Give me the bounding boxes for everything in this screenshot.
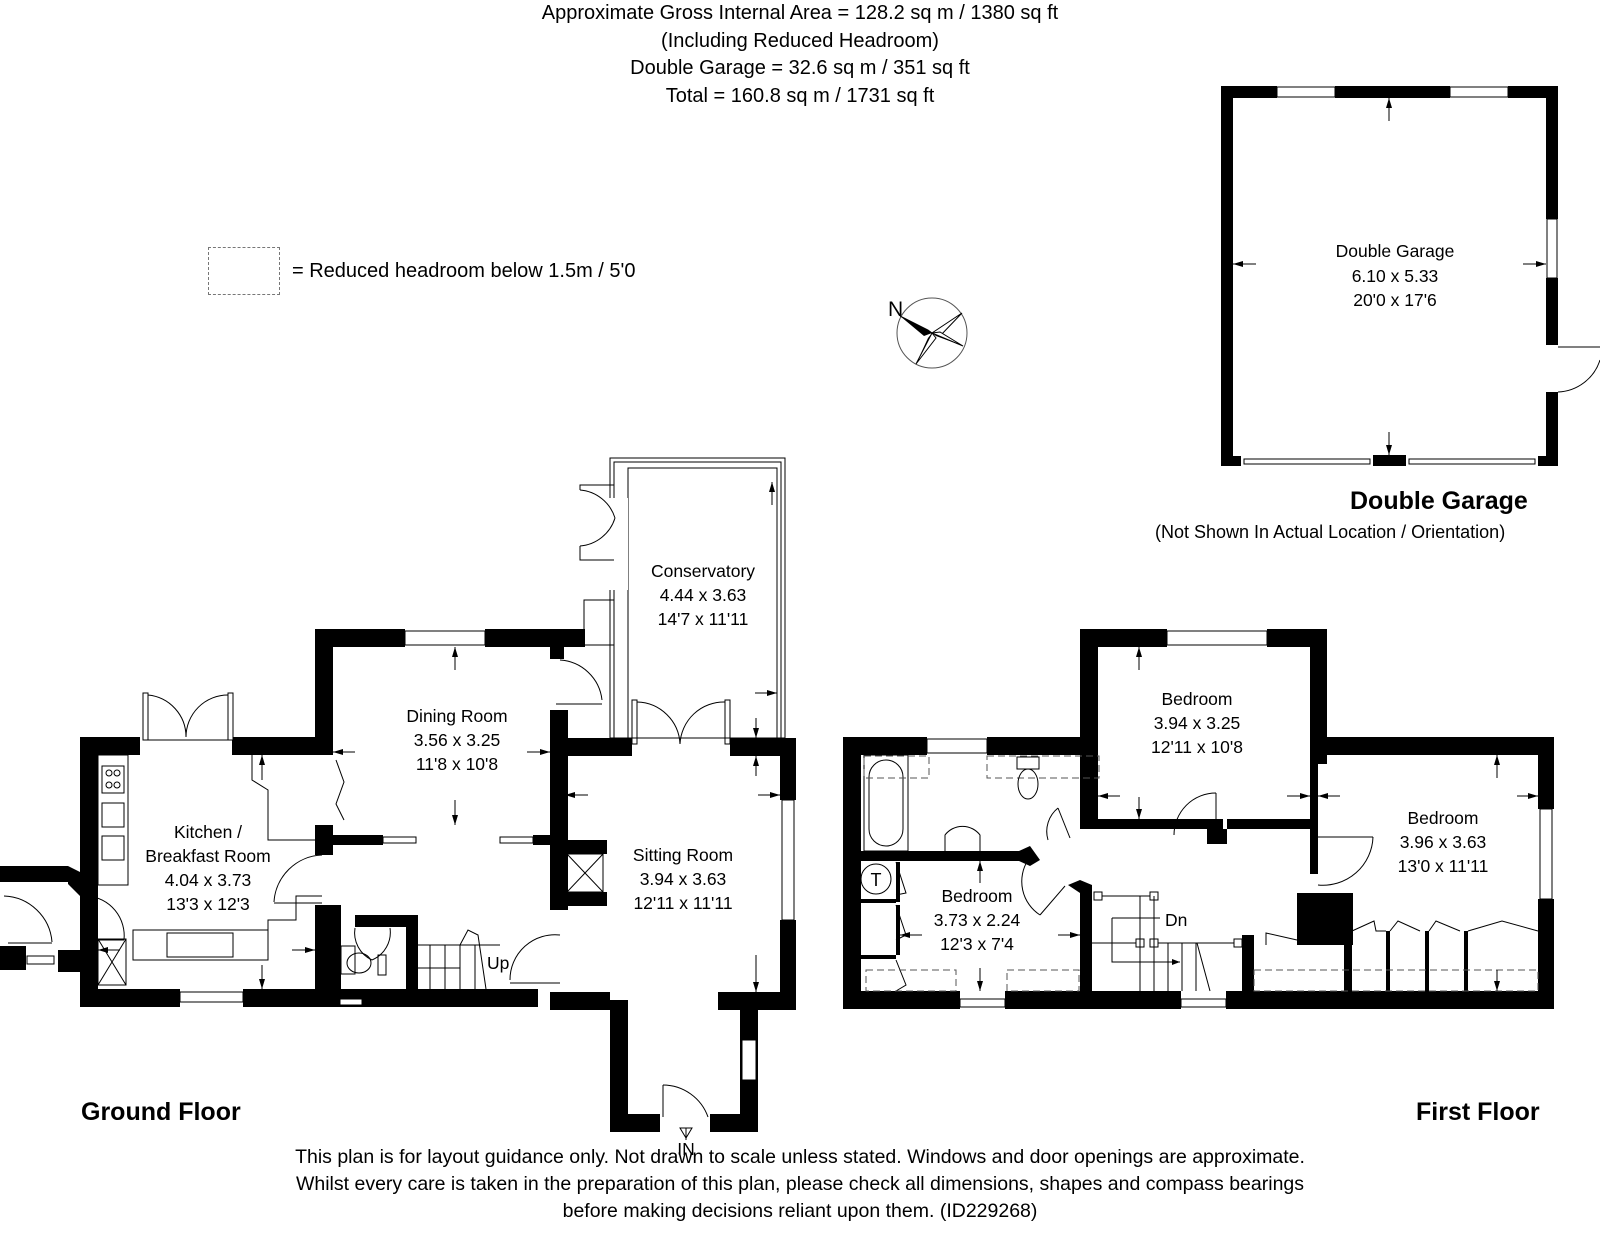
conservatory-imperial: 14'7 x 11'11 xyxy=(658,609,749,629)
gross-internal-area: Approximate Gross Internal Area = 128.2 … xyxy=(541,2,1059,24)
conservatory-metric: 4.44 x 3.63 xyxy=(660,585,747,605)
kitchen-name-2: Breakfast Room xyxy=(145,846,270,866)
double-garage-plan: Double Garage 6.10 x 5.33 20'0 x 17'6 xyxy=(1221,86,1600,466)
bedroom-2-name: Bedroom xyxy=(1407,808,1478,828)
bedroom-3-metric: 3.73 x 2.24 xyxy=(934,910,1021,930)
bedroom-2-imperial: 13'0 x 11'11 xyxy=(1398,856,1489,876)
total-area: Total = 160.8 sq m / 1731 sq ft xyxy=(665,84,935,107)
disclaimer-line-2: Whilst every care is taken in the prepar… xyxy=(295,1173,1305,1195)
garage-title: Double Garage xyxy=(1350,487,1528,515)
bedroom-3-imperial: 12'3 x 7'4 xyxy=(940,934,1014,954)
conservatory-name: Conservatory xyxy=(651,561,755,581)
garage-location-note: (Not Shown In Actual Location / Orientat… xyxy=(1155,522,1506,542)
reduced-headroom-note: (Including Reduced Headroom) xyxy=(661,29,939,52)
bedroom-1-metric: 3.94 x 3.25 xyxy=(1154,713,1241,733)
garage-room-name: Double Garage xyxy=(1336,241,1455,261)
ground-floor-plan: Up IN xyxy=(0,457,796,1159)
area-summary: Approximate Gross Internal Area = 128.2 … xyxy=(0,0,1600,110)
bedroom-1-name: Bedroom xyxy=(1161,689,1232,709)
garage-area: Double Garage = 32.6 sq m / 351 sq ft xyxy=(630,57,970,79)
bedroom-2-metric: 3.96 x 3.63 xyxy=(1400,832,1487,852)
garage-room-metric: 6.10 x 5.33 xyxy=(1352,266,1439,286)
first-floor-title: First Floor xyxy=(1416,1098,1540,1126)
dining-name: Dining Room xyxy=(406,706,507,726)
compass-rose-icon: N xyxy=(888,297,968,369)
entrance-label: IN xyxy=(677,1139,695,1159)
kitchen-name: Kitchen / xyxy=(174,822,242,842)
tank-label: T xyxy=(871,870,882,890)
kitchen-metric: 4.04 x 3.73 xyxy=(165,870,252,890)
garage-room-imperial: 20'0 x 17'6 xyxy=(1353,290,1437,310)
disclaimer-line-1: This plan is for layout guidance only. N… xyxy=(295,1146,1305,1168)
kitchen-imperial: 13'3 x 12'3 xyxy=(166,894,250,914)
ground-floor-title: Ground Floor xyxy=(81,1098,241,1126)
dining-metric: 3.56 x 3.25 xyxy=(414,730,501,750)
disclaimer-line-3: before making decisions reliant upon the… xyxy=(562,1200,1038,1222)
sitting-room-metric: 3.94 x 3.63 xyxy=(640,869,727,889)
dining-imperial: 11'8 x 10'8 xyxy=(416,754,498,774)
disclaimer: This plan is for layout guidance only. N… xyxy=(0,1144,1600,1225)
stairs-up-label: Up xyxy=(487,953,509,973)
bedroom-3-name: Bedroom xyxy=(941,886,1012,906)
sitting-room-imperial: 12'11 x 11'11 xyxy=(633,893,732,913)
sitting-room-name: Sitting Room xyxy=(633,845,733,865)
legend: = Reduced headroom below 1.5m / 5'0 xyxy=(208,247,635,295)
legend-text: = Reduced headroom below 1.5m / 5'0 xyxy=(292,259,636,282)
compass-north-label: N xyxy=(888,298,903,321)
bedroom-1-imperial: 12'11 x 10'8 xyxy=(1151,737,1243,757)
dashed-rectangle-icon xyxy=(208,247,280,295)
stairs-down-label: Dn xyxy=(1165,910,1187,930)
first-floor-plan: T Dn xyxy=(843,629,1554,1009)
